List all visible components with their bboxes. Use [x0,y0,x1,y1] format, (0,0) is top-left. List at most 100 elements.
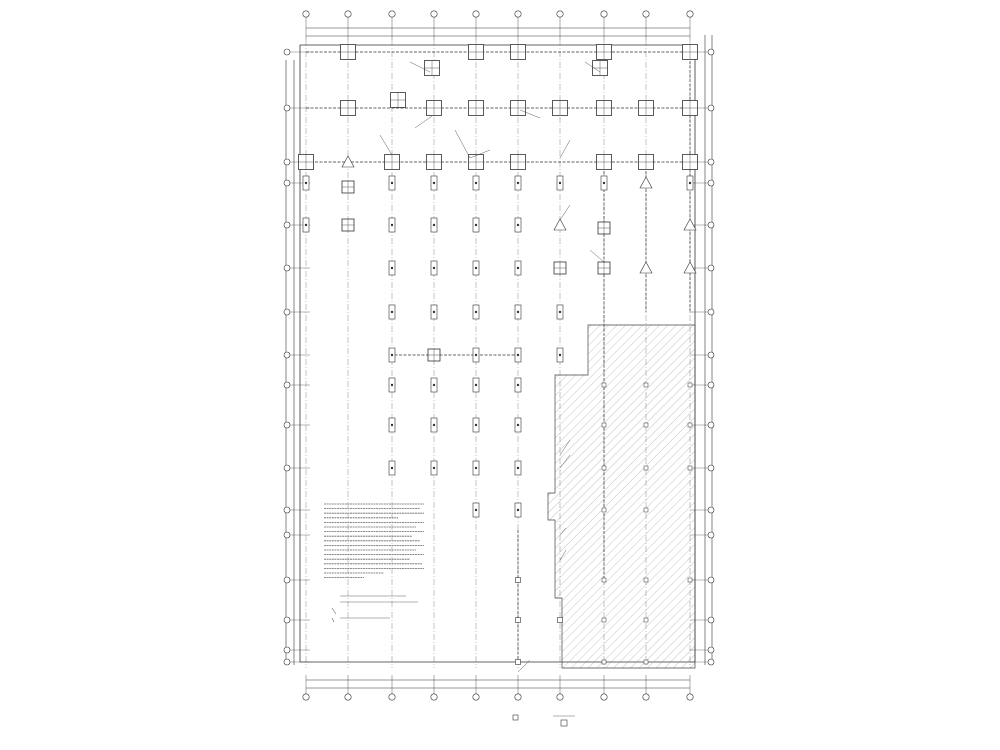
column-small-core [304,223,308,227]
column-small-core [558,181,562,185]
hatched-area-column [643,577,649,583]
column-small-core [432,266,436,270]
notes-block [324,503,424,623]
column-small-core [516,223,520,227]
axis-bubble-right [707,48,715,56]
leader-line [414,115,433,129]
axis-bubble-top [514,10,522,18]
axis-bubble-left [283,576,291,584]
hatched-area-column [687,465,693,471]
hatched-area-column [601,382,607,388]
axis-bubble-bottom [302,693,310,701]
hatched-slab-region [547,324,696,669]
column-small-core [688,181,692,185]
leader-line [469,149,491,159]
axis-bubble-top [430,10,438,18]
axis-bubble-top [686,10,694,18]
axis-bubble-top [388,10,396,18]
column-small-core [432,423,436,427]
hatched-area-column [601,465,607,471]
column-small-core [516,466,520,470]
axis-bubble-left [283,179,291,187]
hatched-area-column [643,617,649,623]
hatched-area-column [687,422,693,428]
axis-bubble-right [707,351,715,359]
axis-bubble-right [707,308,715,316]
axis-bubble-left [283,381,291,389]
leader-line [584,61,601,73]
axis-bubble-right [707,221,715,229]
column-small-core [432,466,436,470]
axis-bubble-top [642,10,650,18]
axis-bubble-right [707,616,715,624]
axis-bubble-left [283,464,291,472]
axis-bubble-right [707,576,715,584]
axis-bubble-right [707,531,715,539]
leader-line [379,134,393,156]
triangle-pile-cap [639,176,653,189]
hatched-area-column [601,659,607,665]
axis-bubble-left [283,351,291,359]
column-small-core [390,353,394,357]
axis-bubble-bottom [344,693,352,701]
edge-column [557,617,563,623]
hatched-area-column [687,577,693,583]
axis-bubble-right [707,381,715,389]
hatched-area-column [643,659,649,665]
axis-bubble-top [600,10,608,18]
column-small-core [474,383,478,387]
triangle-pile-cap [341,155,355,168]
footer-mark-right [560,719,568,727]
axis-bubble-left [283,308,291,316]
hatched-area-column [601,617,607,623]
axis-bubble-right [707,104,715,112]
axis-bubble-right [707,506,715,514]
axis-bubble-bottom [514,693,522,701]
column-small-core [516,423,520,427]
column-small-core [432,310,436,314]
axis-bubble-right [707,264,715,272]
edge-column [515,577,521,583]
column-small-core [390,466,394,470]
triangle-pile-cap [639,261,653,274]
axis-bubble-right [707,158,715,166]
column-small-core [516,310,520,314]
leader-lines [379,61,605,673]
axis-bubble-top [344,10,352,18]
leader-line [454,129,471,159]
column-small-core [516,508,520,512]
edge-column [515,617,521,623]
axis-bubble-left [283,221,291,229]
leader-line [559,439,571,456]
column-small-core [474,181,478,185]
column-small-core [474,353,478,357]
column-small-core [516,383,520,387]
hatched-area-column [601,507,607,513]
axis-bubble-left [283,421,291,429]
column-small-core [390,310,394,314]
column-marks [298,44,698,665]
column-small-core [474,310,478,314]
axis-bubble-bottom [600,693,608,701]
axis-bubble-bottom [642,693,650,701]
axis-bubble-left [283,646,291,654]
axis-bubble-top [302,10,310,18]
column-small-core [390,223,394,227]
axis-bubble-bottom [556,693,564,701]
leader-line [559,454,571,469]
axis-bubble-right [707,421,715,429]
hatched-area-column [643,422,649,428]
leader-line [559,139,571,159]
column-small-core [432,223,436,227]
footer-mark-left [512,714,519,721]
hatched-area-column [643,465,649,471]
column-small-core [390,181,394,185]
column-small-core [390,266,394,270]
column-small-core [432,181,436,185]
hatched-area-column [643,382,649,388]
leader-line [519,109,541,119]
leader-line [589,249,605,263]
column-small-core [474,223,478,227]
axis-bubble-left [283,104,291,112]
